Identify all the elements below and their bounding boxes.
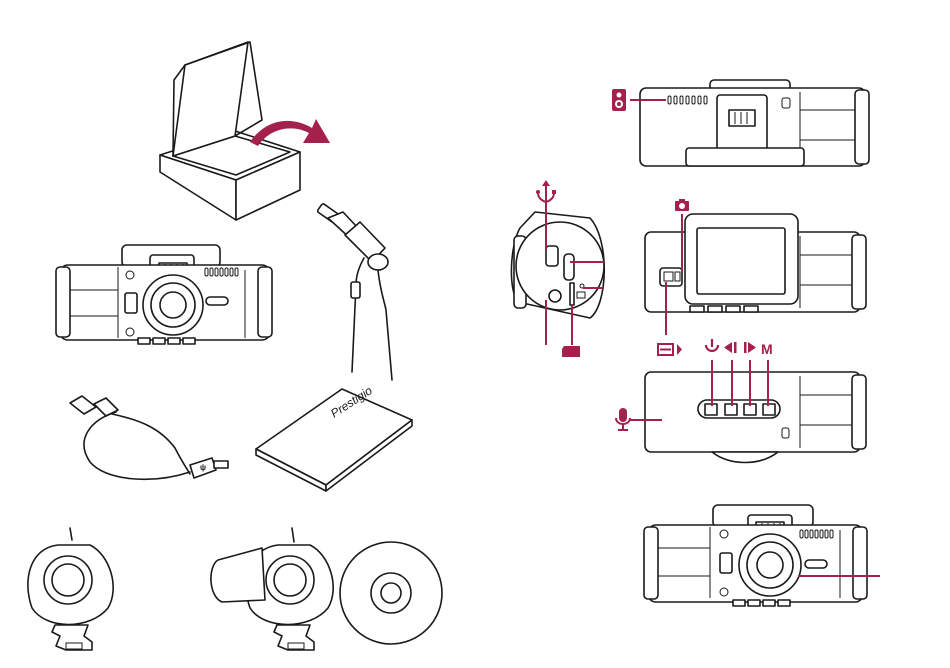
camera-top-view (612, 80, 869, 166)
speaker-icon (612, 89, 626, 111)
cd-disc (340, 542, 442, 644)
prev-icon (724, 342, 737, 353)
microphone-icon (616, 408, 630, 430)
sd-card-icon (562, 346, 580, 357)
car-charger (317, 203, 392, 380)
usb-icon (536, 180, 556, 208)
package-box (160, 42, 330, 220)
camera-icon (675, 199, 689, 211)
camera-front-view-right (644, 505, 880, 606)
display-toggle-icon (658, 344, 682, 355)
camera-back-view (645, 199, 866, 355)
camera-side-view (511, 180, 604, 357)
suction-mount (28, 528, 113, 650)
menu-button-label: M (761, 341, 773, 357)
user-manual: Prestigio (256, 383, 412, 491)
windshield-mount (211, 528, 333, 650)
next-icon (744, 342, 756, 353)
svg-text:ψ: ψ (200, 463, 206, 472)
power-icon (706, 339, 718, 351)
dash-camera-front (56, 245, 272, 344)
camera-bottom-view: M (616, 339, 866, 463)
usb-cable: ψ (70, 396, 228, 479)
